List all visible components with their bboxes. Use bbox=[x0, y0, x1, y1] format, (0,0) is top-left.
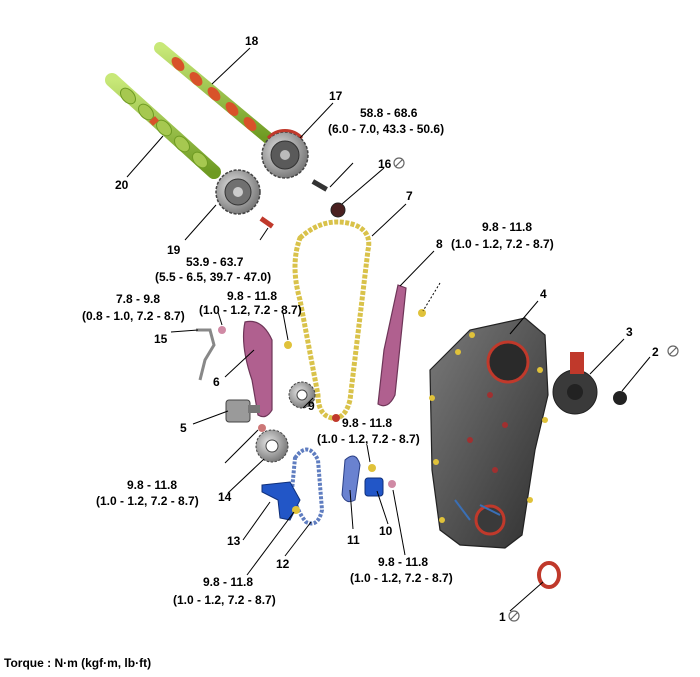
cvvt-bolt-17 bbox=[311, 179, 328, 192]
part-number-11: 11 bbox=[347, 533, 360, 547]
oil-pump-chain-tensioner bbox=[364, 477, 384, 497]
part-number-12: 12 bbox=[276, 557, 290, 571]
part-number-6: 6 bbox=[213, 375, 220, 389]
part-number-14: 14 bbox=[218, 490, 232, 504]
part-number-5: 5 bbox=[180, 421, 187, 435]
torque-unit-caption: Torque : N·m (kgf·m, lb·ft) bbox=[4, 656, 152, 670]
part-number-4: 4 bbox=[540, 287, 547, 301]
part-numbers: 18 17 20 16 19 7 8 4 3 2 15 6 9 5 14 13 … bbox=[115, 34, 659, 624]
part-number-9: 9 bbox=[308, 399, 315, 413]
torque-8-line1: 9.8 - 11.8 bbox=[482, 220, 532, 234]
crankshaft-sprocket bbox=[288, 381, 316, 409]
oil-seal-16 bbox=[330, 202, 346, 218]
intake-camshaft bbox=[105, 73, 221, 179]
no-reuse-icon-1 bbox=[508, 610, 520, 622]
torque-8-line2: (1.0 - 1.2, 7.2 - 8.7) bbox=[451, 237, 554, 251]
torque-5-line1: 9.8 - 11.8 bbox=[127, 478, 177, 492]
torque-19-line2: (5.5 - 6.5, 39.7 - 47.0) bbox=[155, 270, 271, 284]
torque-15-line2: (0.8 - 1.0, 7.2 - 8.7) bbox=[82, 309, 185, 323]
torque-6-line1: 9.8 - 11.8 bbox=[227, 289, 277, 303]
part-number-7: 7 bbox=[406, 189, 413, 203]
torque-13-line2: (1.0 - 1.2, 7.2 - 8.7) bbox=[173, 593, 276, 607]
part-number-13: 13 bbox=[227, 534, 241, 548]
oil-jet bbox=[196, 328, 216, 381]
part-number-8: 8 bbox=[436, 237, 443, 251]
oil-pump-chain-tensioner-arm bbox=[341, 455, 361, 503]
torque-17-line2: (6.0 - 7.0, 43.3 - 50.6) bbox=[328, 122, 444, 136]
torque-10-line1: 9.8 - 11.8 bbox=[378, 555, 428, 569]
no-reuse-icons bbox=[393, 157, 679, 622]
torque-13-line1: 9.8 - 11.8 bbox=[203, 575, 253, 589]
torque-6-line2: (1.0 - 1.2, 7.2 - 8.7) bbox=[199, 303, 302, 317]
water-pump-assembly bbox=[552, 352, 598, 415]
part-number-16: 16 bbox=[378, 157, 392, 171]
cvvt-assembly-exhaust bbox=[261, 128, 309, 179]
timing-chain-tensioner bbox=[225, 399, 266, 432]
front-oil-seal bbox=[537, 561, 561, 589]
part-number-19: 19 bbox=[167, 243, 181, 257]
torque-5-line2: (1.0 - 1.2, 7.2 - 8.7) bbox=[96, 494, 199, 508]
torque-19-line1: 53.9 - 63.7 bbox=[186, 255, 244, 269]
no-reuse-icon-2 bbox=[667, 345, 679, 357]
plug-2 bbox=[613, 391, 627, 405]
part-number-1: 1 bbox=[499, 610, 506, 624]
cvvt-bolt-19 bbox=[259, 216, 274, 229]
oil-pump-chain bbox=[289, 447, 325, 526]
part-number-3: 3 bbox=[626, 325, 633, 339]
balance-shaft-sprocket bbox=[255, 429, 289, 463]
part-number-2: 2 bbox=[652, 345, 659, 359]
timing-chain-guide bbox=[377, 284, 407, 407]
torque-specs: 58.8 - 68.6 (6.0 - 7.0, 43.3 - 50.6) 53.… bbox=[82, 106, 554, 607]
torque-15-line1: 7.8 - 9.8 bbox=[116, 292, 160, 306]
torque-10-line2: (1.0 - 1.2, 7.2 - 8.7) bbox=[350, 571, 453, 585]
oil-pump-chain-guide bbox=[261, 481, 301, 521]
torque-17-line1: 58.8 - 68.6 bbox=[360, 106, 418, 120]
cvvt-assembly-intake bbox=[215, 169, 261, 215]
no-reuse-icon-16 bbox=[393, 157, 405, 169]
part-number-15: 15 bbox=[154, 332, 168, 346]
part-number-20: 20 bbox=[115, 178, 129, 192]
part-number-17: 17 bbox=[329, 89, 343, 103]
torque-9-line2: (1.0 - 1.2, 7.2 - 8.7) bbox=[317, 432, 420, 446]
part-number-18: 18 bbox=[245, 34, 259, 48]
exhaust-camshaft bbox=[154, 42, 274, 144]
torque-9-line1: 9.8 - 11.8 bbox=[342, 416, 392, 430]
timing-chain bbox=[292, 219, 372, 421]
tensioner-arm bbox=[242, 320, 273, 418]
leader-lines bbox=[126, 47, 651, 612]
part-number-10: 10 bbox=[379, 524, 393, 538]
timing-chain-cover bbox=[429, 317, 549, 549]
